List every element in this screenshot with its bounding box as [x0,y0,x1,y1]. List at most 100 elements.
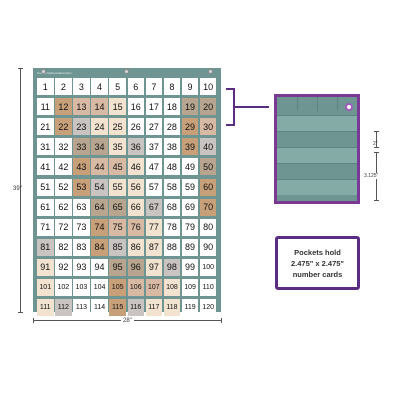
number-card: 107 [145,279,163,296]
number-card: 75 [109,218,126,236]
number-card: 46 [127,158,144,176]
number-card: 45 [109,158,126,176]
number-card: 110 [199,279,217,296]
pocket-edge [277,179,357,180]
number-card: 85 [109,238,126,256]
bracket-connector [235,106,269,108]
number-card: 115 [109,299,126,317]
number-card: 19 [181,98,199,116]
number-card: 65 [109,198,126,216]
number-card: 31 [37,138,54,156]
number-card: 21 [37,118,54,136]
number-card: 117 [145,299,163,317]
pocket-edge [277,131,357,132]
number-card: 53 [73,178,90,196]
number-card: 71 [37,218,54,236]
brand-label: Carson Dellosa Education [37,71,72,75]
width-label: 28" [121,318,134,324]
grommet-icon [208,69,213,74]
number-card: 58 [163,178,181,196]
number-card: 81 [37,238,54,256]
number-card: 112 [55,299,72,317]
pocket-edge [277,115,357,116]
number-card: 100 [199,258,217,276]
number-card: 97 [145,258,163,276]
number-card: 102 [55,279,72,296]
grommet-icon [41,69,46,74]
height-label: 39" [13,186,22,192]
number-card: 14 [91,98,108,116]
number-card: 50 [199,158,217,176]
number-card: 28 [163,118,181,136]
number-card: 57 [145,178,163,196]
number-card: 60 [199,178,217,196]
number-card: 11 [37,98,54,116]
number-card: 20 [199,98,217,116]
number-card: 17 [145,98,163,116]
number-card: 29 [181,118,199,136]
number-card: 105 [109,279,126,296]
number-card: 7 [145,78,163,95]
number-card: 72 [55,218,72,236]
number-card: 101 [37,279,54,296]
number-card: 118 [163,299,181,317]
number-card: 37 [145,138,163,156]
number-card: 99 [181,258,199,276]
number-card: 42 [55,158,72,176]
number-card: 76 [127,218,144,236]
number-card: 92 [55,258,72,276]
number-card: 62 [55,198,72,216]
number-card: 116 [127,299,144,317]
number-card: 54 [91,178,108,196]
number-card: 67 [145,198,163,216]
number-card: 51 [37,178,54,196]
number-card: 93 [73,258,90,276]
number-card: 13 [73,98,90,116]
dimension-tick [374,200,379,201]
pocket-strip [277,115,357,131]
number-card: 119 [181,299,199,317]
dimension-tick [374,147,379,148]
grommet-icon [124,69,129,74]
number-card: 2 [55,78,72,95]
number-card: 64 [91,198,108,216]
number-card: 86 [127,238,144,256]
number-card: 61 [37,198,54,216]
grommet-icon [345,103,353,111]
number-card: 74 [91,218,108,236]
number-card: 89 [181,238,199,256]
pocket-edge [277,163,357,164]
number-card: 63 [73,198,90,216]
number-card: 49 [181,158,199,176]
pocket-height-label: 3.125" [364,173,379,179]
number-card: 68 [163,198,181,216]
number-card: 4 [91,78,108,95]
number-card: 5 [109,78,126,95]
info-line-2: 2.475" x 2.475" [291,258,344,268]
number-card: 114 [91,299,108,317]
pocket-strip [277,179,357,195]
zoom-bracket [226,88,235,126]
number-card: 98 [163,258,181,276]
number-card: 90 [199,238,217,256]
number-card: 18 [163,98,181,116]
number-card: 34 [91,138,108,156]
number-card: 41 [37,158,54,176]
pocket-strip [277,147,357,163]
number-card: 25 [109,118,126,136]
pocket-spacing-label: 2" [373,141,378,147]
number-card: 80 [199,218,217,236]
number-card: 35 [109,138,126,156]
number-card: 10 [199,78,217,95]
number-card: 95 [109,258,126,276]
pocket-spacing-line [376,131,377,147]
number-card: 55 [109,178,126,196]
number-card: 73 [73,218,90,236]
number-card: 84 [91,238,108,256]
number-card: 87 [145,238,163,256]
number-card: 43 [73,158,90,176]
number-card: 59 [181,178,199,196]
info-line-3: number cards [292,269,343,279]
number-card: 3 [73,78,90,95]
